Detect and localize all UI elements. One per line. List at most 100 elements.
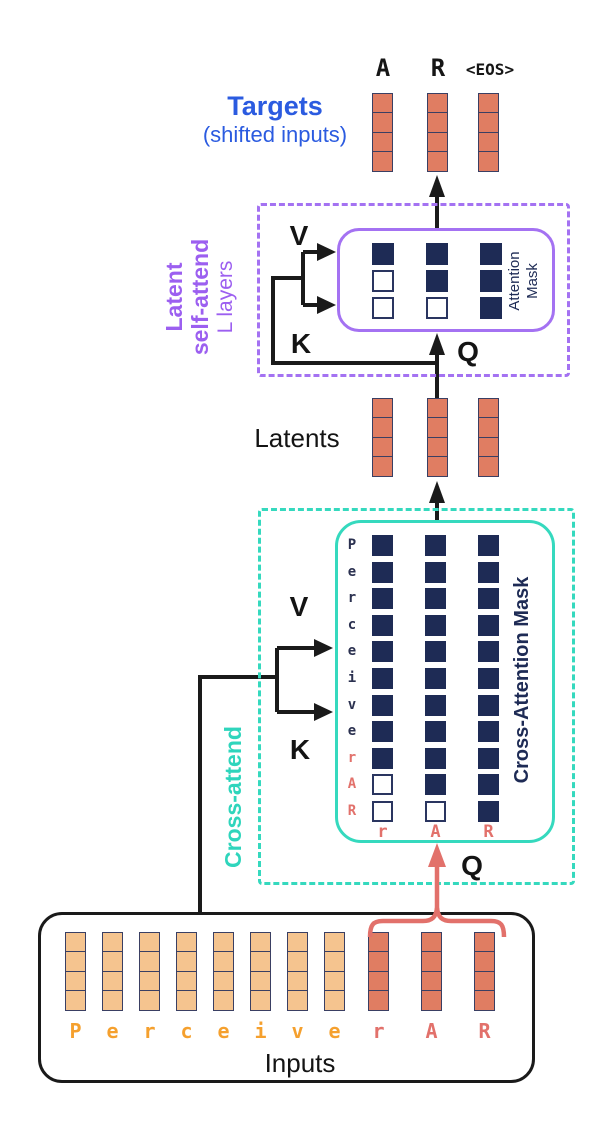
input-token-column: [213, 932, 234, 1012]
token-cell: [102, 932, 123, 953]
input-token-letter: P: [69, 1019, 82, 1043]
mask-cell-attend: [478, 774, 499, 796]
token-cell: [176, 951, 197, 973]
token-cell: [65, 932, 86, 953]
token-cell: [324, 990, 345, 1012]
mask-cell-attend: [478, 561, 499, 583]
cross-mask-col-label: R: [483, 822, 494, 842]
token-cell: [287, 932, 308, 953]
token-cell: [250, 970, 271, 992]
token-cell: [250, 932, 271, 953]
mask-cell-attend: [478, 667, 499, 689]
mask-cell-attend: [372, 667, 393, 689]
cross-mask-row-label: i: [347, 669, 357, 686]
token-cell: [287, 990, 308, 1012]
latent-self-attend-dashed-box: [257, 203, 570, 377]
mask-cell-attend: [425, 561, 446, 583]
mask-cell-attend: [372, 694, 393, 716]
token-cell: [139, 990, 160, 1012]
input-token-letter: e: [106, 1019, 119, 1043]
input-token-letter: r: [372, 1019, 385, 1043]
mask-cell-attend: [480, 243, 502, 265]
targets-subtitle: (shifted inputs): [202, 122, 348, 147]
input-token-letter: e: [328, 1019, 341, 1043]
mask-cell-attend: [372, 747, 393, 769]
token-cell: [102, 990, 123, 1012]
mask-cell-blocked: [372, 800, 393, 822]
target-token-label-A: A: [375, 54, 391, 82]
inputs-box: [38, 912, 535, 1083]
mask-cell-blocked: [372, 774, 393, 796]
target-token-column: [478, 93, 499, 173]
mask-cell-attend: [372, 614, 393, 636]
cross-mask-col-label: r: [377, 822, 388, 842]
cross-mask-row-label: c: [347, 616, 357, 633]
target-token-column: [372, 93, 393, 173]
mask-cell-attend: [426, 243, 448, 265]
input-token-letter: v: [291, 1019, 304, 1043]
token-cell: [176, 990, 197, 1012]
token-cell: [287, 970, 308, 992]
token-cell: [474, 932, 495, 953]
cross-mask-col-label: A: [430, 822, 441, 842]
input-token-column: [65, 932, 86, 1012]
token-cell: [324, 932, 345, 953]
token-cell: [102, 970, 123, 992]
token-cell: [213, 990, 234, 1012]
input-token-column: [474, 932, 495, 1012]
input-token-column: [421, 932, 442, 1012]
token-cell: [474, 951, 495, 973]
cross-mask-row-label: e: [347, 723, 357, 740]
target-token-label-R: R: [430, 54, 446, 82]
mask-cell-attend: [425, 614, 446, 636]
mask-cell-attend: [425, 588, 446, 610]
input-token-letter: c: [180, 1019, 193, 1043]
mask-cell-attend: [372, 641, 393, 663]
token-cell: [324, 951, 345, 973]
token-cell: [372, 151, 393, 173]
cross-mask-row-label: r: [347, 590, 357, 607]
target-token-label-EOS: <EOS>: [465, 60, 515, 79]
input-token-column: [176, 932, 197, 1012]
crossattn-k-label: K: [289, 734, 311, 765]
input-token-column: [102, 932, 123, 1012]
token-cell: [421, 951, 442, 973]
input-token-column: [250, 932, 271, 1012]
crossattn-q-label: Q: [461, 850, 483, 881]
token-cell: [474, 990, 495, 1012]
cross-mask-row-label: e: [347, 643, 357, 660]
input-token-column: [139, 932, 160, 1012]
mask-cell-attend: [425, 667, 446, 689]
selfattn-q-label: Q: [457, 336, 479, 367]
token-cell: [139, 932, 160, 953]
token-cell: [65, 990, 86, 1012]
selfattn-v-label: V: [289, 220, 309, 251]
mask-cell-attend: [372, 561, 393, 583]
mask-cell-attend: [480, 297, 502, 319]
token-cell: [478, 151, 499, 173]
cross-mask-row-label: e: [347, 563, 357, 580]
mask-cell-attend: [478, 721, 499, 743]
cross-mask-row-label: r: [347, 749, 357, 766]
mask-cell-attend: [425, 721, 446, 743]
latent-token-column: [478, 398, 499, 478]
cross-mask-row-label: R: [347, 802, 357, 819]
token-cell: [324, 970, 345, 992]
mask-cell-attend: [478, 800, 499, 822]
latent-token-column: [372, 398, 393, 478]
mask-cell-attend: [372, 721, 393, 743]
token-cell: [474, 970, 495, 992]
mask-cell-attend: [425, 535, 446, 556]
token-cell: [372, 456, 393, 478]
mask-cell-attend: [425, 747, 446, 769]
input-token-column: [287, 932, 308, 1012]
token-cell: [368, 951, 389, 973]
targets-title: Targets: [227, 91, 323, 121]
mask-cell-attend: [478, 588, 499, 610]
token-cell: [368, 932, 389, 953]
token-cell: [65, 951, 86, 973]
token-cell: [213, 932, 234, 953]
